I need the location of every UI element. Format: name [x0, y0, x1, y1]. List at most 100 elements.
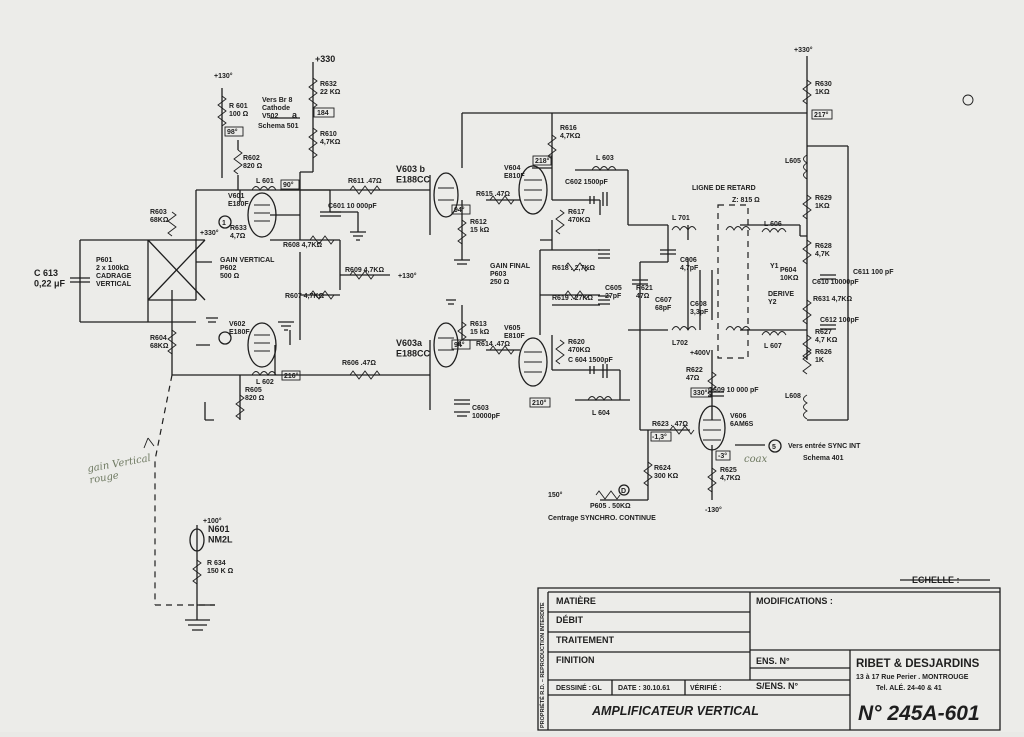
drawing-title: AMPLIFICATEUR VERTICAL — [591, 704, 759, 718]
drawing-number: N° 245A-601 — [858, 702, 980, 725]
note-ligne-retard: LIGNE DE RETARD — [692, 185, 756, 192]
label-l602: L 602 — [256, 379, 274, 386]
sens-no-label: S/ENS. N° — [756, 681, 799, 691]
box-neg13: -1,3° — [652, 433, 667, 441]
note-schema-401: Schema 401 — [803, 455, 844, 462]
label-r623: R623 . 47Ω — [652, 421, 688, 428]
label-c601: C601 10 000pF — [328, 203, 377, 210]
verifie-label: VÉRIFIÉ : — [690, 683, 722, 692]
label-r611: R611 .47Ω — [348, 178, 382, 185]
label-l601: L 601 — [256, 178, 274, 185]
label-c602: C602 1500pF — [565, 179, 609, 186]
label-r619: R619 . 27KΩ — [552, 295, 593, 302]
label-c604: C 604 1500pF — [568, 357, 613, 364]
label-r614: R614 .47Ω — [476, 341, 510, 348]
label-c609: C609 10 000 pF — [708, 387, 759, 394]
note-vers-sync: Vers entrée SYNC INT — [788, 443, 861, 450]
supply-plus400: +400V — [690, 350, 711, 357]
marker-5: 5 — [772, 444, 776, 451]
box-330: 330° — [693, 389, 708, 397]
matiere-label: MATIÈRE — [556, 596, 596, 606]
label-l702: L702 — [672, 340, 688, 347]
label-l606: L 606 — [764, 221, 782, 228]
box-217: 217° — [814, 111, 829, 119]
supply-330-left: +330° — [200, 229, 219, 237]
box-94b: 94° — [454, 341, 465, 349]
box-216: 216° — [284, 372, 299, 380]
supply-150: 150° — [548, 491, 563, 499]
box-210: 210° — [532, 399, 547, 407]
note-schema-501: Schema 501 — [258, 123, 299, 130]
supply-330-right: +330° — [794, 46, 813, 54]
ens-no-label: ENS. N° — [756, 656, 790, 666]
label-r608: R608 4,7KΩ — [283, 242, 322, 249]
label-l603: L 603 — [596, 155, 614, 162]
label-r607: R607 4,7KΩ — [285, 293, 324, 300]
box-218: 218° — [535, 157, 550, 165]
label-r631: R631 4,7KΩ — [813, 296, 852, 303]
label-c612: C612 100pF — [820, 317, 860, 324]
note-handwritten: gain Verticalrouge — [87, 453, 154, 486]
supply-130: +130° — [214, 72, 233, 80]
label-r618: R618 . 2,7KΩ — [552, 265, 595, 272]
box-98: 98° — [227, 128, 238, 136]
debit-label: DÉBIT — [556, 615, 584, 625]
marker-a: a — [292, 110, 298, 120]
label-l701: L 701 — [672, 215, 690, 222]
box-94a: 94° — [454, 206, 465, 214]
box-neg3: -3° — [718, 452, 727, 460]
label-p605: P605 . 50KΩ — [590, 503, 631, 510]
note-y1: Y1 — [770, 263, 779, 270]
modifications-label: MODIFICATIONS : — [756, 596, 833, 606]
supply-400-neon: +100° — [203, 517, 222, 525]
dessine-label: DESSINÉ : — [556, 683, 591, 692]
label-r609: R609 4,7KΩ — [345, 267, 384, 274]
date-label: DATE : 30.10.61 — [618, 685, 670, 692]
box-90: 90° — [283, 181, 294, 189]
label-l607: L 607 — [764, 343, 782, 350]
label-l605: L605 — [785, 158, 801, 165]
label-l608: L608 — [785, 393, 801, 400]
supply-130-bottom: -130° — [705, 506, 722, 514]
company-address: 13 à 17 Rue Perier . MONTROUGE — [856, 674, 969, 681]
label-r606: R606 .47Ω — [342, 360, 376, 367]
marker-d: D — [621, 488, 626, 495]
finition-label: FINITION — [556, 655, 595, 665]
company-name: RIBET & DESJARDINS — [856, 658, 980, 670]
